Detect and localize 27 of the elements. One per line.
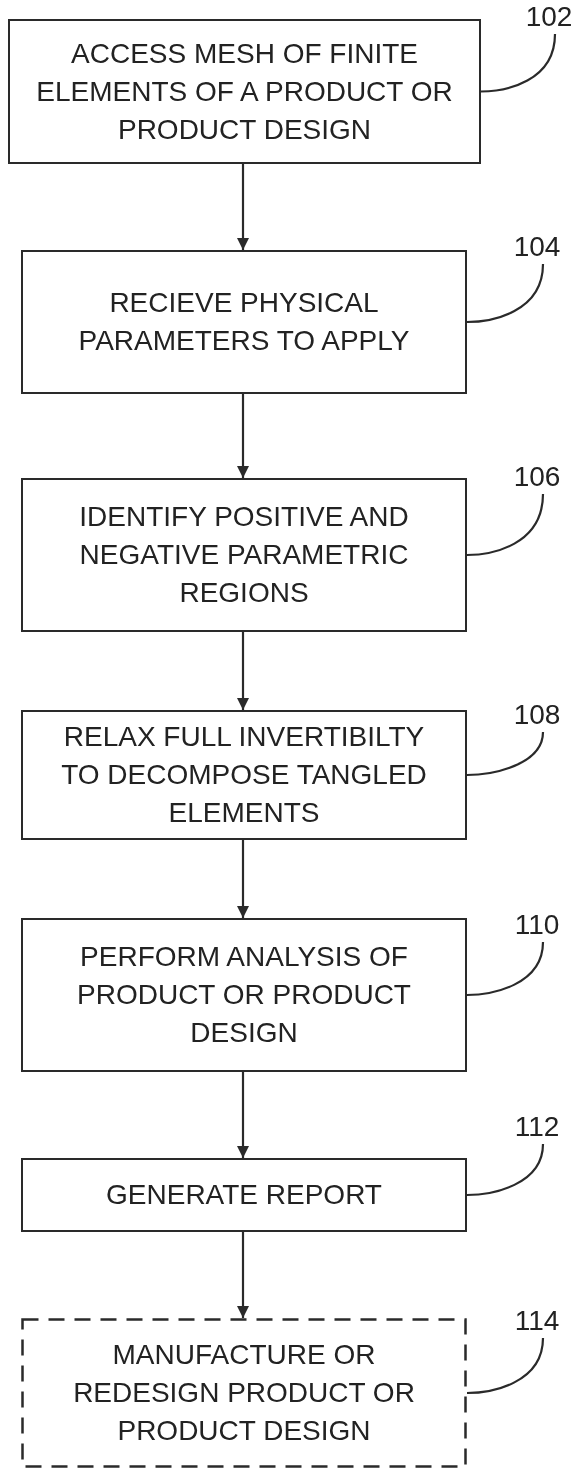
arrow: [237, 394, 249, 478]
process-box: GENERATE REPORT: [21, 1158, 467, 1232]
leader-line: [466, 1337, 545, 1395]
process-box: IDENTIFY POSITIVE AND NEGATIVE PARAMETRIC REGIONS: [21, 478, 467, 632]
arrow: [237, 840, 249, 918]
reference-numeral: 102: [522, 2, 576, 32]
process-box: PERFORM ANALYSIS OF PRODUCT OR PRODUCT DESIGN: [21, 918, 467, 1072]
arrow: [237, 1232, 249, 1318]
leader-line: [466, 263, 545, 324]
process-box: ACCESS MESH OF FINITE ELEMENTS OF A PRODUCT OR PRODUCT DESIGN: [8, 19, 481, 164]
reference-numeral: 104: [508, 232, 566, 262]
leader-line: [466, 941, 545, 997]
arrow: [237, 164, 249, 250]
leader-line: [466, 1143, 545, 1197]
leader-line: [466, 493, 545, 557]
reference-numeral: 106: [508, 462, 566, 492]
process-box: RELAX FULL INVERTIBILTY TO DECOMPOSE TANGLED ELEMENTS: [21, 710, 467, 840]
reference-numeral: 110: [508, 910, 566, 940]
leader-line: [466, 731, 545, 777]
reference-numeral: 108: [508, 700, 566, 730]
process-box: RECIEVE PHYSICAL PARAMETERS TO APPLY: [21, 250, 467, 394]
process-box: MANUFACTURE OR REDESIGN PRODUCT OR PRODUCT DESIGN: [21, 1318, 467, 1468]
arrow: [237, 1072, 249, 1158]
reference-numeral: 112: [508, 1112, 566, 1142]
arrow: [237, 632, 249, 710]
leader-line: [480, 33, 557, 93]
reference-numeral: 114: [508, 1306, 566, 1336]
